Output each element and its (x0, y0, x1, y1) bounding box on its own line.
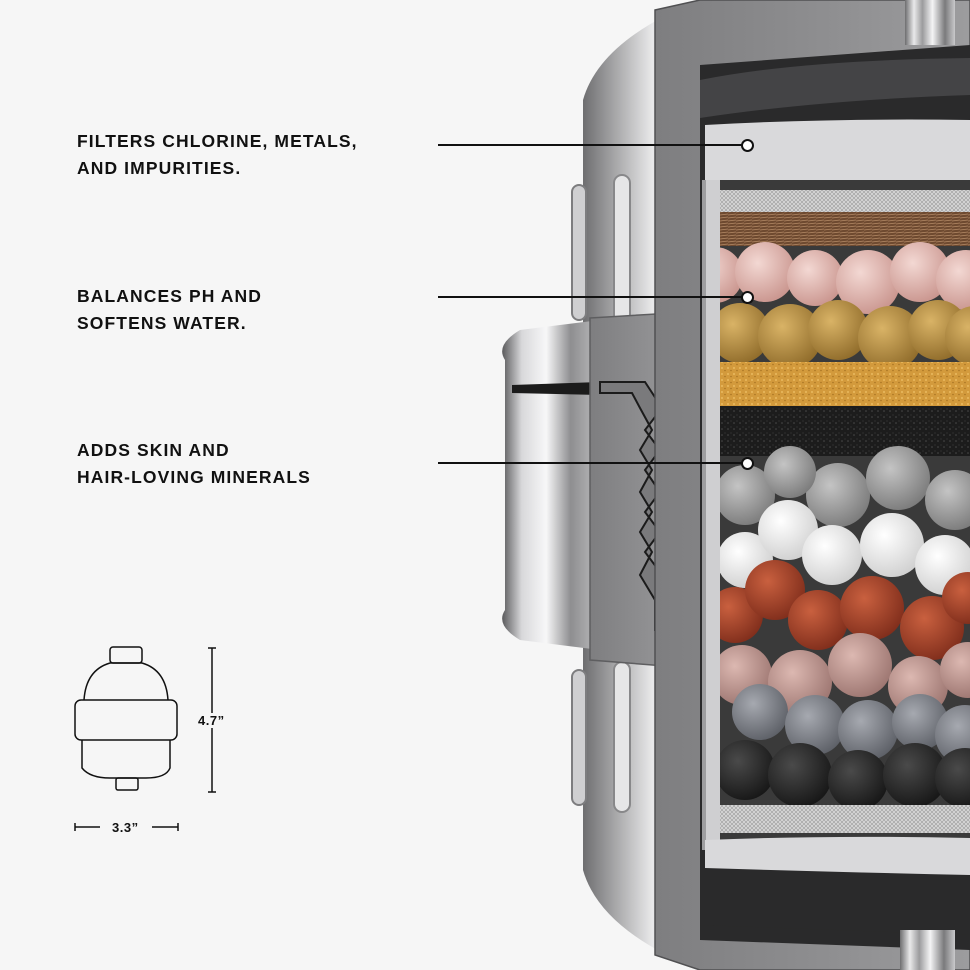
feature-label-minerals: ADDS SKIN AND HAIR-LOVING MINERALS (77, 440, 311, 487)
filter-outline-icon (74, 646, 216, 831)
callout-line-balances (438, 296, 743, 298)
feature-label-balances: BALANCES PH AND SOFTENS WATER. (77, 286, 263, 333)
callout-line-filters (438, 144, 743, 146)
callout-dot-minerals (741, 457, 754, 470)
width-dimension-label: 3.3” (112, 820, 139, 835)
callout-dot-filters (741, 139, 754, 152)
callout-dot-balances (741, 291, 754, 304)
feature-label-filters: FILTERS CHLORINE, METALS, AND IMPURITIES… (77, 131, 358, 178)
height-dimension-label: 4.7” (196, 713, 227, 728)
callout-line-minerals (438, 462, 743, 464)
